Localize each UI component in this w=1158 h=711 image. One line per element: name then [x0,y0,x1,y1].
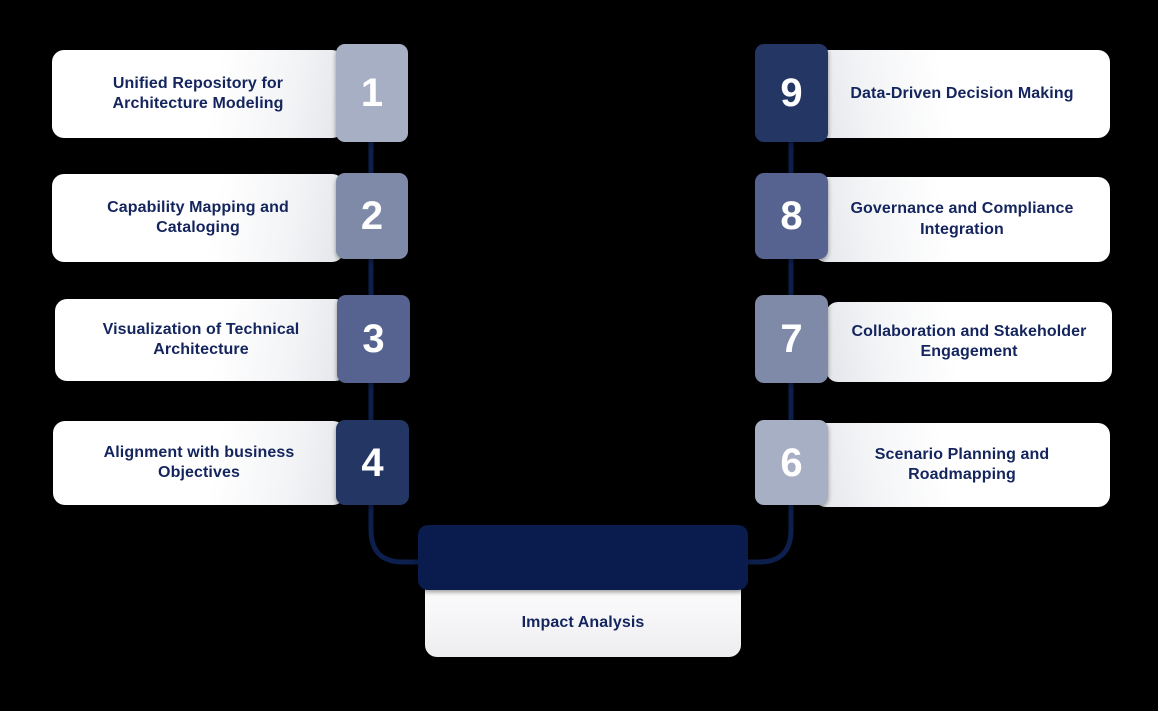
connector-4-to-impact [368,502,424,565]
impact-analysis-header-bar [418,525,748,590]
step-4-card[interactable]: Alignment with business Objectives [53,421,345,505]
step-3-number: 3 [362,317,385,361]
step-6-card[interactable]: Scenario Planning and Roadmapping [814,423,1110,507]
step-4-number: 4 [361,440,384,485]
step-7-badge[interactable]: 7 [755,295,828,383]
step-1-number: 1 [360,71,384,115]
step-9-badge[interactable]: 9 [755,44,828,142]
step-6-label: Scenario Planning and Roadmapping [874,445,1050,483]
step-9-label: Data-Driven Decision Making [850,84,1074,102]
step-1-badge[interactable]: 1 [336,44,408,142]
step-7-number: 7 [780,317,803,361]
step-7-label: Collaboration and Stakeholder Engagement [851,322,1087,360]
step-4-label: Alignment with business Objectives [103,443,295,481]
step-1-label: Unified Repository for Architecture Mode… [112,74,284,112]
step-6-badge[interactable]: 6 [755,420,828,505]
step-3-card[interactable]: Visualization of Technical Architecture [55,299,347,381]
step-6-number: 6 [780,440,803,485]
step-2-badge[interactable]: 2 [336,173,408,259]
step-7-card[interactable]: Collaboration and Stakeholder Engagement [826,302,1112,382]
impact-analysis-label: Impact Analysis [521,613,645,631]
step-3-badge[interactable]: 3 [337,295,410,383]
step-8-label: Governance and Compliance Integration [850,200,1074,238]
step-8-badge[interactable]: 8 [755,173,828,259]
step-8-number: 8 [780,194,803,238]
step-8-card[interactable]: Governance and Compliance Integration [814,177,1110,262]
impact-analysis-body[interactable]: Impact Analysis [425,588,741,657]
step-9-number: 9 [780,71,803,115]
step-9-card[interactable]: Data-Driven Decision Making [814,50,1110,138]
step-1-card[interactable]: Unified Repository for Architecture Mode… [52,50,344,138]
step-2-number: 2 [360,194,384,238]
step-2-card[interactable]: Capability Mapping and Cataloging [52,174,344,262]
step-2-label: Capability Mapping and Cataloging [107,198,289,236]
step-3-label: Visualization of Technical Architecture [102,320,300,358]
step-4-badge[interactable]: 4 [336,420,409,505]
